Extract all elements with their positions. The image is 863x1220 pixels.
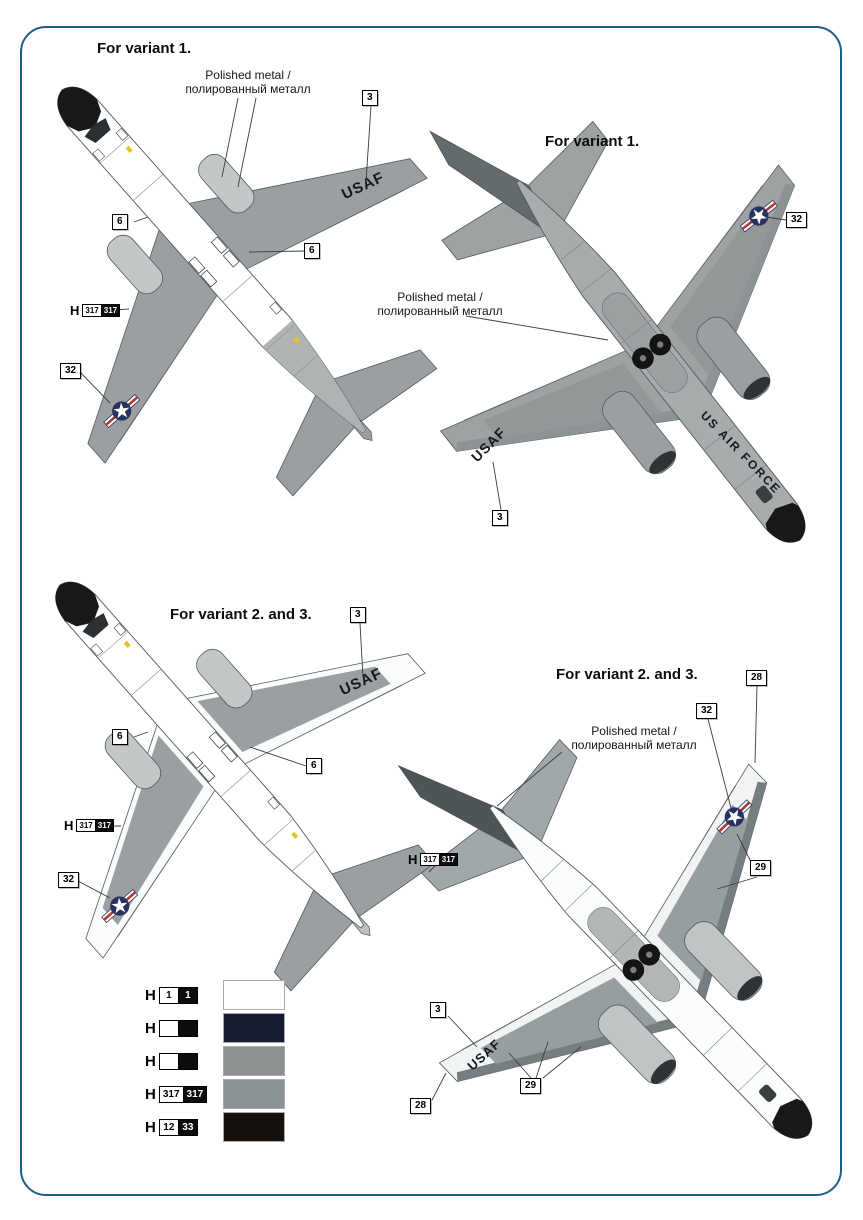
leader-lines [77, 97, 787, 1101]
callout-6: 6 [112, 214, 128, 230]
callout-3: 3 [492, 510, 508, 526]
paint-code-prefix: H [145, 1019, 156, 1037]
paint-code-box-dark: 33 [177, 1118, 198, 1136]
callout-32: 32 [696, 703, 718, 719]
color-swatch [223, 1079, 285, 1109]
paint-code-box-dark: 317 [100, 304, 121, 317]
legend-row: H 1 1 [145, 980, 285, 1010]
callout-3: 3 [430, 1002, 446, 1018]
callout-32: 32 [58, 872, 80, 888]
note-line2: полированный металл [185, 82, 311, 97]
callout-6: 6 [112, 729, 128, 745]
note-line1: Polished metal / [397, 290, 483, 304]
callout-29: 29 [520, 1078, 542, 1094]
color-swatch [223, 1046, 285, 1076]
paint-legend: H 1 1 H H [145, 980, 285, 1145]
legend-row: H 12 33 [145, 1112, 285, 1142]
figure1-polished-metal-note: Polished metal / полированный металл [162, 68, 334, 96]
paint-code-box-light: 317 [420, 853, 440, 866]
paint-code-box-dark [177, 1052, 198, 1070]
paint-code-box-dark: 317 [182, 1085, 208, 1103]
color-swatch [223, 1112, 285, 1142]
figure2-polished-metal-note: Polished metal / полированный металл [354, 290, 526, 318]
note-line1: Polished metal / [205, 68, 291, 82]
callout-3: 3 [362, 90, 378, 106]
figure2-title: For variant 1. [545, 133, 640, 150]
paint-code-prefix: H [70, 303, 80, 318]
paint-code-box-dark: 317 [94, 819, 115, 832]
paint-code-h317: H 317 317 [70, 303, 121, 318]
paint-code-box-dark: 317 [438, 853, 459, 866]
callout-28: 28 [410, 1098, 432, 1114]
callout-6: 6 [304, 243, 320, 259]
figure4-title: For variant 2. and 3. [556, 666, 698, 683]
legend-row: H [145, 1013, 285, 1043]
paint-code-box-light [158, 1019, 179, 1037]
legend-row: H 317 317 [145, 1079, 285, 1109]
color-swatch [223, 980, 285, 1010]
paint-code-box-light: 317 [76, 819, 96, 832]
figure4-polished-metal-note: Polished metal / полированный металл [548, 724, 720, 752]
callout-3: 3 [350, 607, 366, 623]
paint-code-prefix: H [145, 986, 156, 1004]
paint-code-h317: H 317 317 [64, 818, 115, 833]
color-swatch [223, 1013, 285, 1043]
callout-6: 6 [306, 758, 322, 774]
figure1-title: For variant 1. [97, 40, 192, 57]
note-line2: полированный металл [571, 738, 697, 753]
paint-code-h317: H 317 317 [408, 852, 459, 867]
figure3-title: For variant 2. and 3. [170, 606, 312, 623]
note-line2: полированный металл [377, 304, 503, 319]
paint-code-box-light: 12 [158, 1118, 179, 1136]
paint-code-box-light: 1 [158, 986, 179, 1004]
callout-29: 29 [750, 860, 772, 876]
paint-code-box-light [158, 1052, 179, 1070]
legend-row: H [145, 1046, 285, 1076]
paint-code-box-dark [177, 1019, 198, 1037]
callout-28: 28 [746, 670, 768, 686]
paint-code-prefix: H [408, 852, 418, 867]
paint-code-prefix: H [145, 1118, 156, 1136]
paint-code-box-light: 317 [82, 304, 102, 317]
callout-32: 32 [60, 363, 82, 379]
paint-code-prefix: H [145, 1052, 156, 1070]
paint-code-prefix: H [145, 1085, 156, 1103]
note-line1: Polished metal / [591, 724, 677, 738]
paint-code-box-dark: 1 [177, 986, 198, 1004]
paint-code-box-light: 317 [158, 1085, 184, 1103]
callout-32: 32 [786, 212, 808, 228]
paint-code-prefix: H [64, 818, 74, 833]
